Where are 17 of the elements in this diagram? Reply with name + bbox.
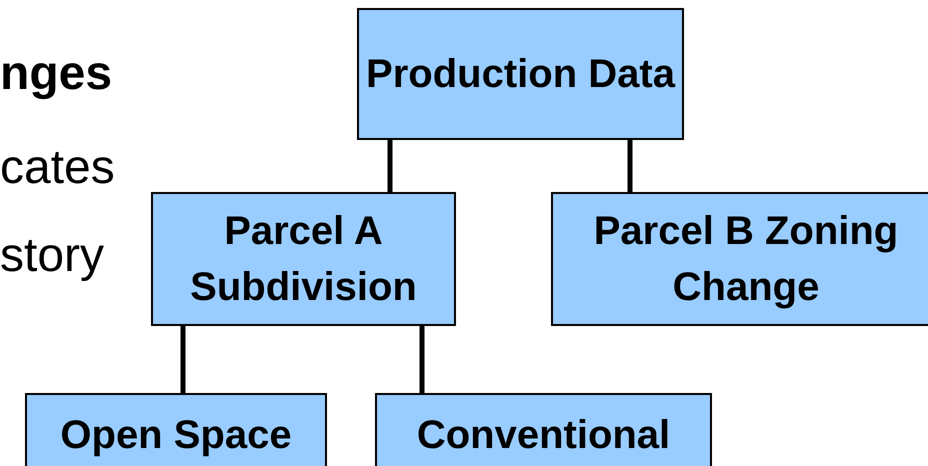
org-box: [375, 393, 712, 466]
slide-text: story: [0, 228, 104, 283]
slide-text: nges: [0, 46, 112, 101]
org-box: [551, 192, 928, 326]
connector-line: [628, 140, 632, 192]
connector-line: [388, 140, 392, 192]
box-label: Production Data: [366, 51, 675, 98]
box-label: Parcel A Subdivision: [189, 208, 418, 311]
box-label: Open Space: [60, 412, 292, 459]
slide-text: cates: [0, 140, 115, 195]
box-label: Conventional: [416, 412, 670, 459]
org-box: [151, 192, 456, 326]
box-label: Parcel B Zoning Change: [592, 208, 900, 311]
connector-line: [420, 326, 424, 393]
connector-line: [180, 326, 186, 393]
org-box: [357, 8, 684, 140]
org-box: [25, 393, 327, 466]
